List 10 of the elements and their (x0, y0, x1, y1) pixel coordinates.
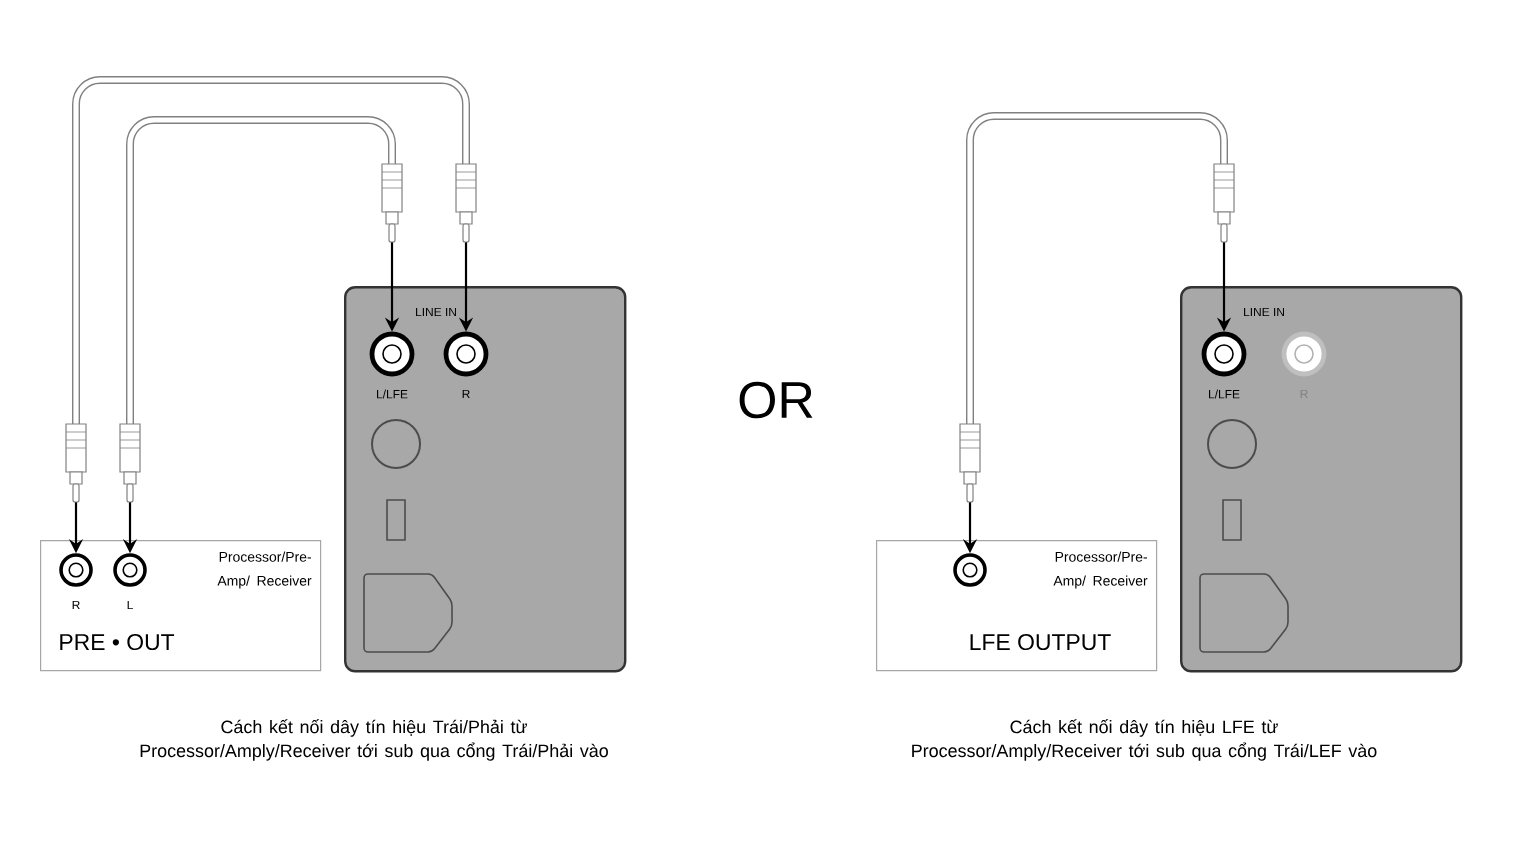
rca-jack (1201, 331, 1247, 377)
caption: Cách kết nối dây tín hiệu Trái/Phải từ Processor/Amply/Receiver tới sub qua cổng Trái/Phải vào (140, 719, 608, 761)
or-label: OR (739, 381, 813, 419)
rca-jack (369, 331, 415, 377)
rca-jack (113, 553, 147, 587)
rca-jack (1281, 331, 1327, 377)
rca-jack (443, 331, 489, 377)
rca-jack (59, 553, 93, 587)
caption: Cách kết nối dây tín hiệu LFE từ Processor/Amply/Receiver tới sub qua cổng Trái/LEF vào (912, 719, 1377, 761)
rca-jack (953, 553, 987, 587)
